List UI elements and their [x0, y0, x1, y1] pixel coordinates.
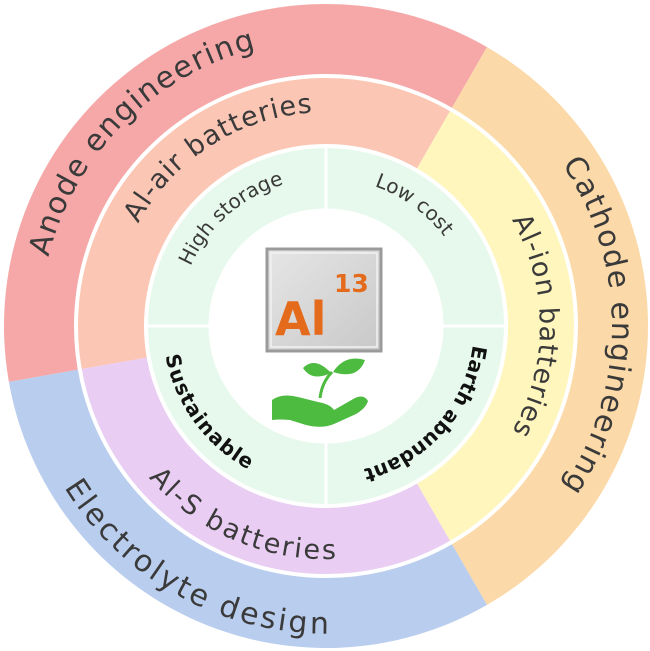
plant-in-hand-icon: [272, 358, 368, 427]
atomic-number: 13: [334, 269, 369, 298]
outer-segment-0: [3, 3, 487, 382]
ring-divider-middle: [144, 144, 508, 508]
ring-divider-outer: [74, 74, 578, 578]
outer-segment-1: [451, 47, 648, 605]
outer-ring: [3, 3, 648, 649]
middle-segment-0: [75, 75, 451, 370]
outer-segment-2: [8, 369, 487, 649]
aluminum-element-tile: Al 13: [265, 247, 383, 353]
middle-segment-1: [416, 109, 576, 543]
element-symbol: Al: [275, 292, 326, 346]
